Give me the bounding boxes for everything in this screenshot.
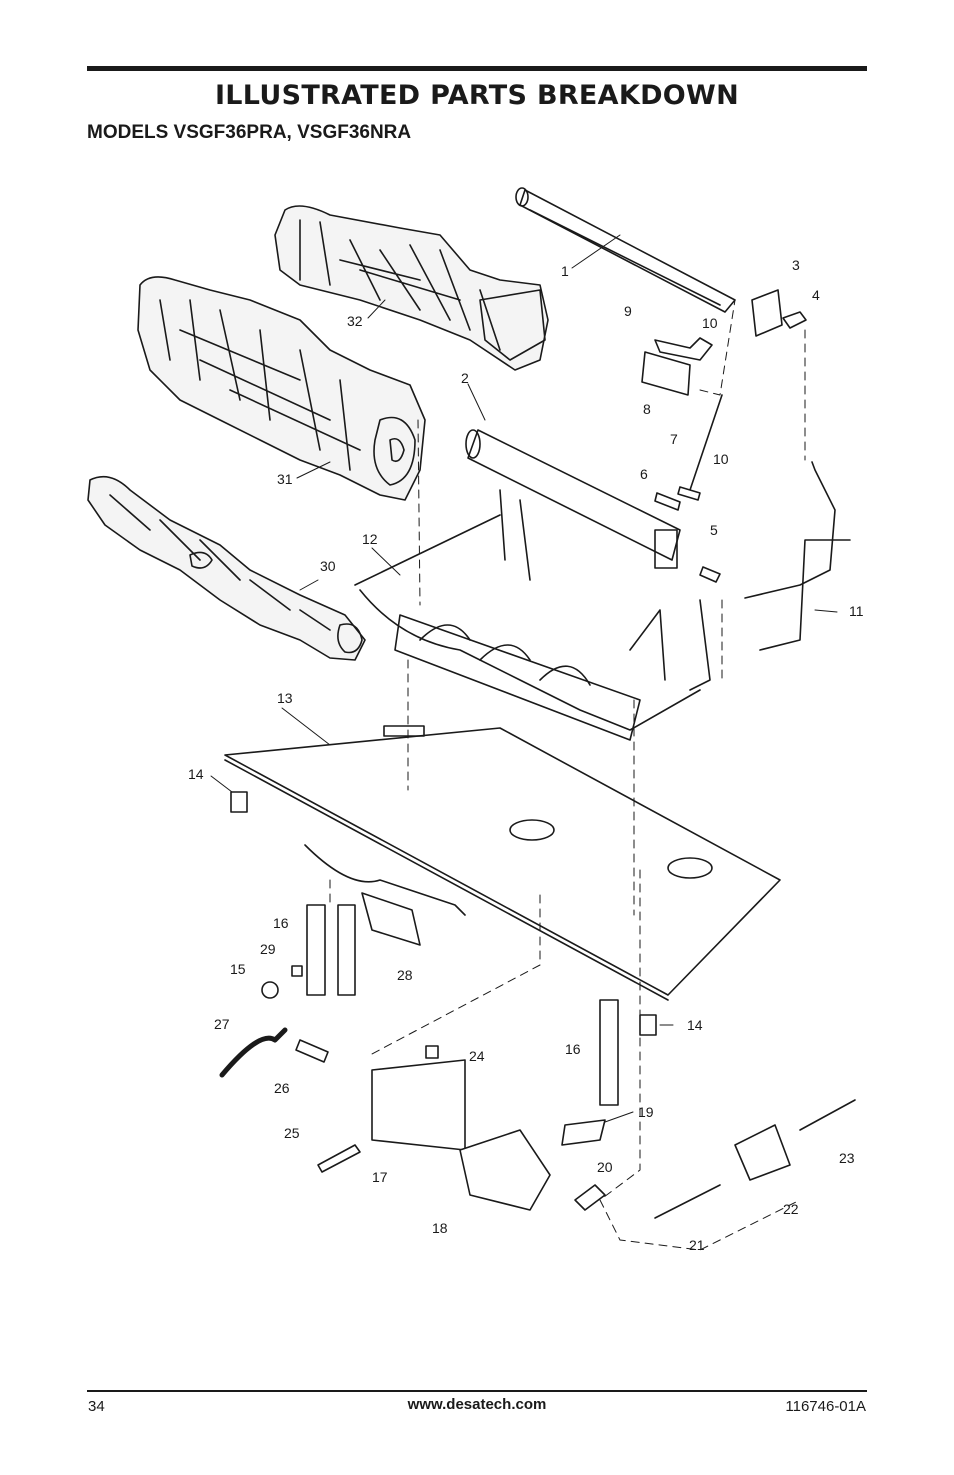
part-14-bracket-left bbox=[230, 791, 248, 813]
part-2-burner bbox=[465, 429, 681, 569]
log-32-shape bbox=[274, 205, 549, 371]
callout-31: 31 bbox=[277, 471, 293, 487]
callout-27: 27 bbox=[214, 1016, 230, 1032]
callout-20: 20 bbox=[597, 1159, 613, 1175]
callout-7: 7 bbox=[670, 431, 678, 447]
part-5-orifice bbox=[699, 566, 721, 583]
models-subtitle: MODELS VSGF36PRA, VSGF36NRA bbox=[87, 122, 412, 143]
callout-14a: 14 bbox=[188, 766, 204, 782]
callout-10a: 10 bbox=[702, 315, 718, 331]
callout-21: 21 bbox=[689, 1237, 705, 1253]
callout-32: 32 bbox=[347, 313, 363, 329]
callout-13: 13 bbox=[277, 690, 293, 706]
callout-24: 24 bbox=[469, 1048, 485, 1064]
part-23-hose bbox=[799, 1099, 856, 1131]
callout-17: 17 bbox=[372, 1169, 388, 1185]
callout-26: 26 bbox=[274, 1080, 290, 1096]
callout-25: 25 bbox=[284, 1125, 300, 1141]
part-7-electrode bbox=[677, 394, 723, 501]
log-31-shape bbox=[137, 276, 426, 501]
callout-labels: 1 2 3 4 5 6 7 8 9 10 10 11 12 13 14 14 1… bbox=[188, 257, 864, 1253]
log-30-shape bbox=[87, 475, 366, 661]
website-link[interactable]: www.desatech.com bbox=[407, 1396, 547, 1413]
part-27-hose bbox=[219, 1027, 288, 1078]
callout-23: 23 bbox=[839, 1150, 855, 1166]
part-26-fitting bbox=[295, 1039, 329, 1063]
top-rule bbox=[87, 66, 867, 71]
part-21-tube bbox=[654, 1184, 721, 1219]
part-24-nut bbox=[425, 1045, 439, 1059]
callout-22: 22 bbox=[783, 1201, 799, 1217]
callout-16b: 16 bbox=[565, 1041, 581, 1057]
part-17-bracket bbox=[371, 1059, 466, 1151]
callout-2: 2 bbox=[461, 370, 469, 386]
part-25-igniter bbox=[317, 1144, 361, 1173]
callout-1: 1 bbox=[561, 263, 569, 279]
page-number: 34 bbox=[88, 1398, 105, 1415]
part-28-module bbox=[361, 892, 421, 946]
callout-4: 4 bbox=[812, 287, 820, 303]
callout-11: 11 bbox=[849, 603, 864, 619]
callout-6: 6 bbox=[640, 466, 648, 482]
callout-10b: 10 bbox=[713, 451, 729, 467]
part-18-valve bbox=[459, 1129, 551, 1211]
part-1-tube bbox=[515, 187, 736, 313]
part-8-bracket bbox=[641, 351, 691, 396]
part-14-bracket-right bbox=[639, 1014, 657, 1036]
part-11-gas-line bbox=[744, 461, 851, 651]
part-20-elbow bbox=[574, 1184, 606, 1211]
part-12-grate bbox=[354, 489, 711, 741]
callout-9: 9 bbox=[624, 303, 632, 319]
part-16-leg-left bbox=[306, 904, 356, 996]
bottom-rule bbox=[87, 1390, 867, 1392]
power-cord bbox=[304, 844, 466, 916]
page-title: ILLUSTRATED PARTS BREAKDOWN bbox=[214, 80, 740, 111]
part-6-part bbox=[654, 492, 681, 511]
part-15-cap bbox=[261, 981, 279, 999]
part-29-nut bbox=[291, 965, 303, 977]
callout-14b: 14 bbox=[687, 1017, 703, 1033]
callout-12: 12 bbox=[362, 531, 378, 547]
doc-number: 116746-01A bbox=[785, 1398, 866, 1415]
part-19-bracket bbox=[561, 1119, 606, 1146]
callout-16a: 16 bbox=[273, 915, 289, 931]
callout-30: 30 bbox=[320, 558, 336, 574]
callout-18: 18 bbox=[432, 1220, 448, 1236]
part-22-regulator bbox=[734, 1124, 791, 1181]
callout-29: 29 bbox=[260, 941, 276, 957]
callout-28: 28 bbox=[397, 967, 413, 983]
callout-15: 15 bbox=[230, 961, 246, 977]
callout-8: 8 bbox=[643, 401, 651, 417]
callout-19: 19 bbox=[638, 1104, 654, 1120]
part-4-fitting bbox=[782, 311, 807, 329]
part-9-pilot bbox=[654, 337, 713, 361]
part-16-leg-right bbox=[599, 999, 619, 1106]
part-3-bracket bbox=[751, 289, 783, 337]
callout-3: 3 bbox=[792, 257, 800, 273]
callout-5: 5 bbox=[710, 522, 718, 538]
